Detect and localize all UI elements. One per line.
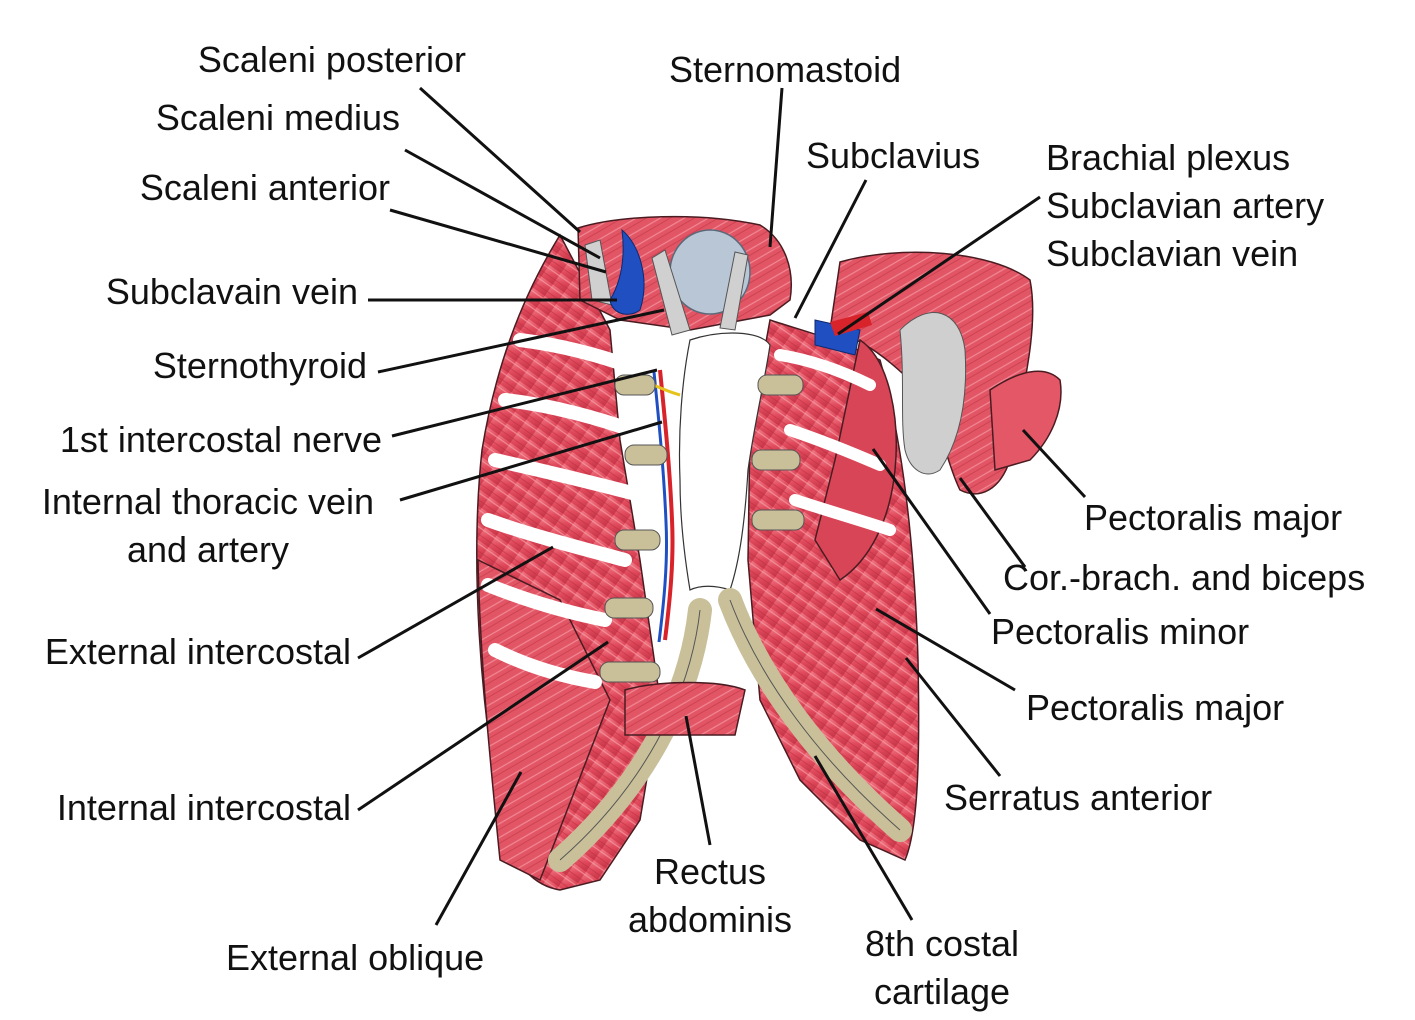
label-subclavius: Subclavius [806,135,981,176]
leader-external-oblique [434,771,523,926]
leader-external-intercostal [357,545,554,660]
leader-pectoralis-major-lower [875,607,1016,692]
label-8th-costal-cartilage: 8th costal cartilage [842,920,1042,1016]
external-oblique-muscle [477,558,611,882]
label-subclavain-vein: Subclavain vein [105,271,358,312]
rib [498,393,652,442]
leader-brachial-plexus [837,195,1041,336]
label-internal-thoracic-line2: and artery [126,529,290,570]
label-rectus-line2: abdominis [627,899,793,940]
rib [774,349,876,391]
costal-cartilage [757,374,804,396]
label-scaleni-medius: Scaleni medius [155,97,400,138]
label-pectoralis-major-lower: Pectoralis major [1026,687,1285,728]
costal-arch-right-edge [729,599,901,831]
label-serratus-anterior: Serratus anterior [944,777,1213,818]
rib [789,494,896,536]
cor-brach-tendon [899,312,967,475]
label-pectoralis-major-upper: Pectoralis major [1084,497,1343,538]
subclavian-vein-left [609,228,645,315]
leader-sternothyroid [377,308,665,374]
costal-cartilage [614,529,661,551]
rib [481,513,632,567]
label-costal-line2: cartilage [873,971,1011,1012]
leader-scaleni-medius [404,148,601,260]
leader-scaleni-posterior [418,86,582,234]
costal-cartilage [751,509,805,531]
rib [784,424,886,471]
internal-thoracic-vessels [658,369,675,641]
rib [488,643,602,689]
label-sternothyroid: Sternothyroid [152,345,367,386]
rib [481,578,612,627]
costal-cartilage [624,444,668,466]
rectus-abdominis-muscle [624,681,746,736]
leader-internal-intercostal [357,640,609,812]
leader-cor-brach [958,477,1027,568]
leader-rectus-abdominis [684,715,712,846]
label-subclavian-vein: Subclavian vein [1046,233,1299,274]
sternum-cutout [678,332,771,591]
right-ribs [624,349,912,842]
label-rectus-line1: Rectus [653,851,767,892]
label-internal-thoracic: Internal thoracic vein and artery [18,478,398,574]
label-internal-intercostal: Internal intercostal [56,787,351,828]
label-1st-intercostal-nerve: 1st intercostal nerve [59,419,382,460]
leader-pectoralis-minor [871,448,992,615]
label-scaleni-anterior: Scaleni anterior [139,167,390,208]
rib [488,453,647,502]
costal-cartilage [599,661,661,683]
label-external-oblique: External oblique [226,937,485,978]
leader-subclavius [793,179,868,319]
leader-internal-thoracic [399,420,663,502]
internal-thoracic-vein [652,371,669,643]
label-internal-thoracic-line1: Internal thoracic vein [41,481,375,522]
label-cor-brach-biceps: Cor.-brach. and biceps [1003,557,1366,598]
sternothyroid-tendon-right [719,251,749,331]
leader-serratus-anterior [904,657,1002,777]
label-rectus-abdominis: Rectus abdominis [610,848,810,944]
costal-cartilage [604,597,654,619]
leader-sternomastoid [768,87,784,248]
rib [513,333,647,377]
sternothyroid-tendon-left [651,249,691,336]
costal-arch-left-edge [559,609,701,861]
leader-pectoralis-major-upper [1021,428,1087,499]
label-costal-line1: 8th costal [864,923,1020,964]
leader-1st-intercostal-nerve [391,368,658,438]
label-scaleni-posterior: Scaleni posterior [197,39,466,80]
costal-cartilage [751,449,801,471]
label-brachial-plexus: Brachial plexus [1046,137,1291,178]
leader-scaleni-anterior [389,208,607,274]
pectoralis-major-insertion [989,370,1062,471]
leader-lines [357,86,1087,926]
label-pectoralis-minor: Pectoralis minor [991,611,1250,652]
label-sternomastoid: Sternomastoid [669,49,902,90]
leader-8th-costal [813,755,914,921]
label-subclavian-artery: Subclavian artery [1046,185,1325,226]
label-external-intercostal: External intercostal [44,631,351,672]
left-ribs [481,333,712,872]
